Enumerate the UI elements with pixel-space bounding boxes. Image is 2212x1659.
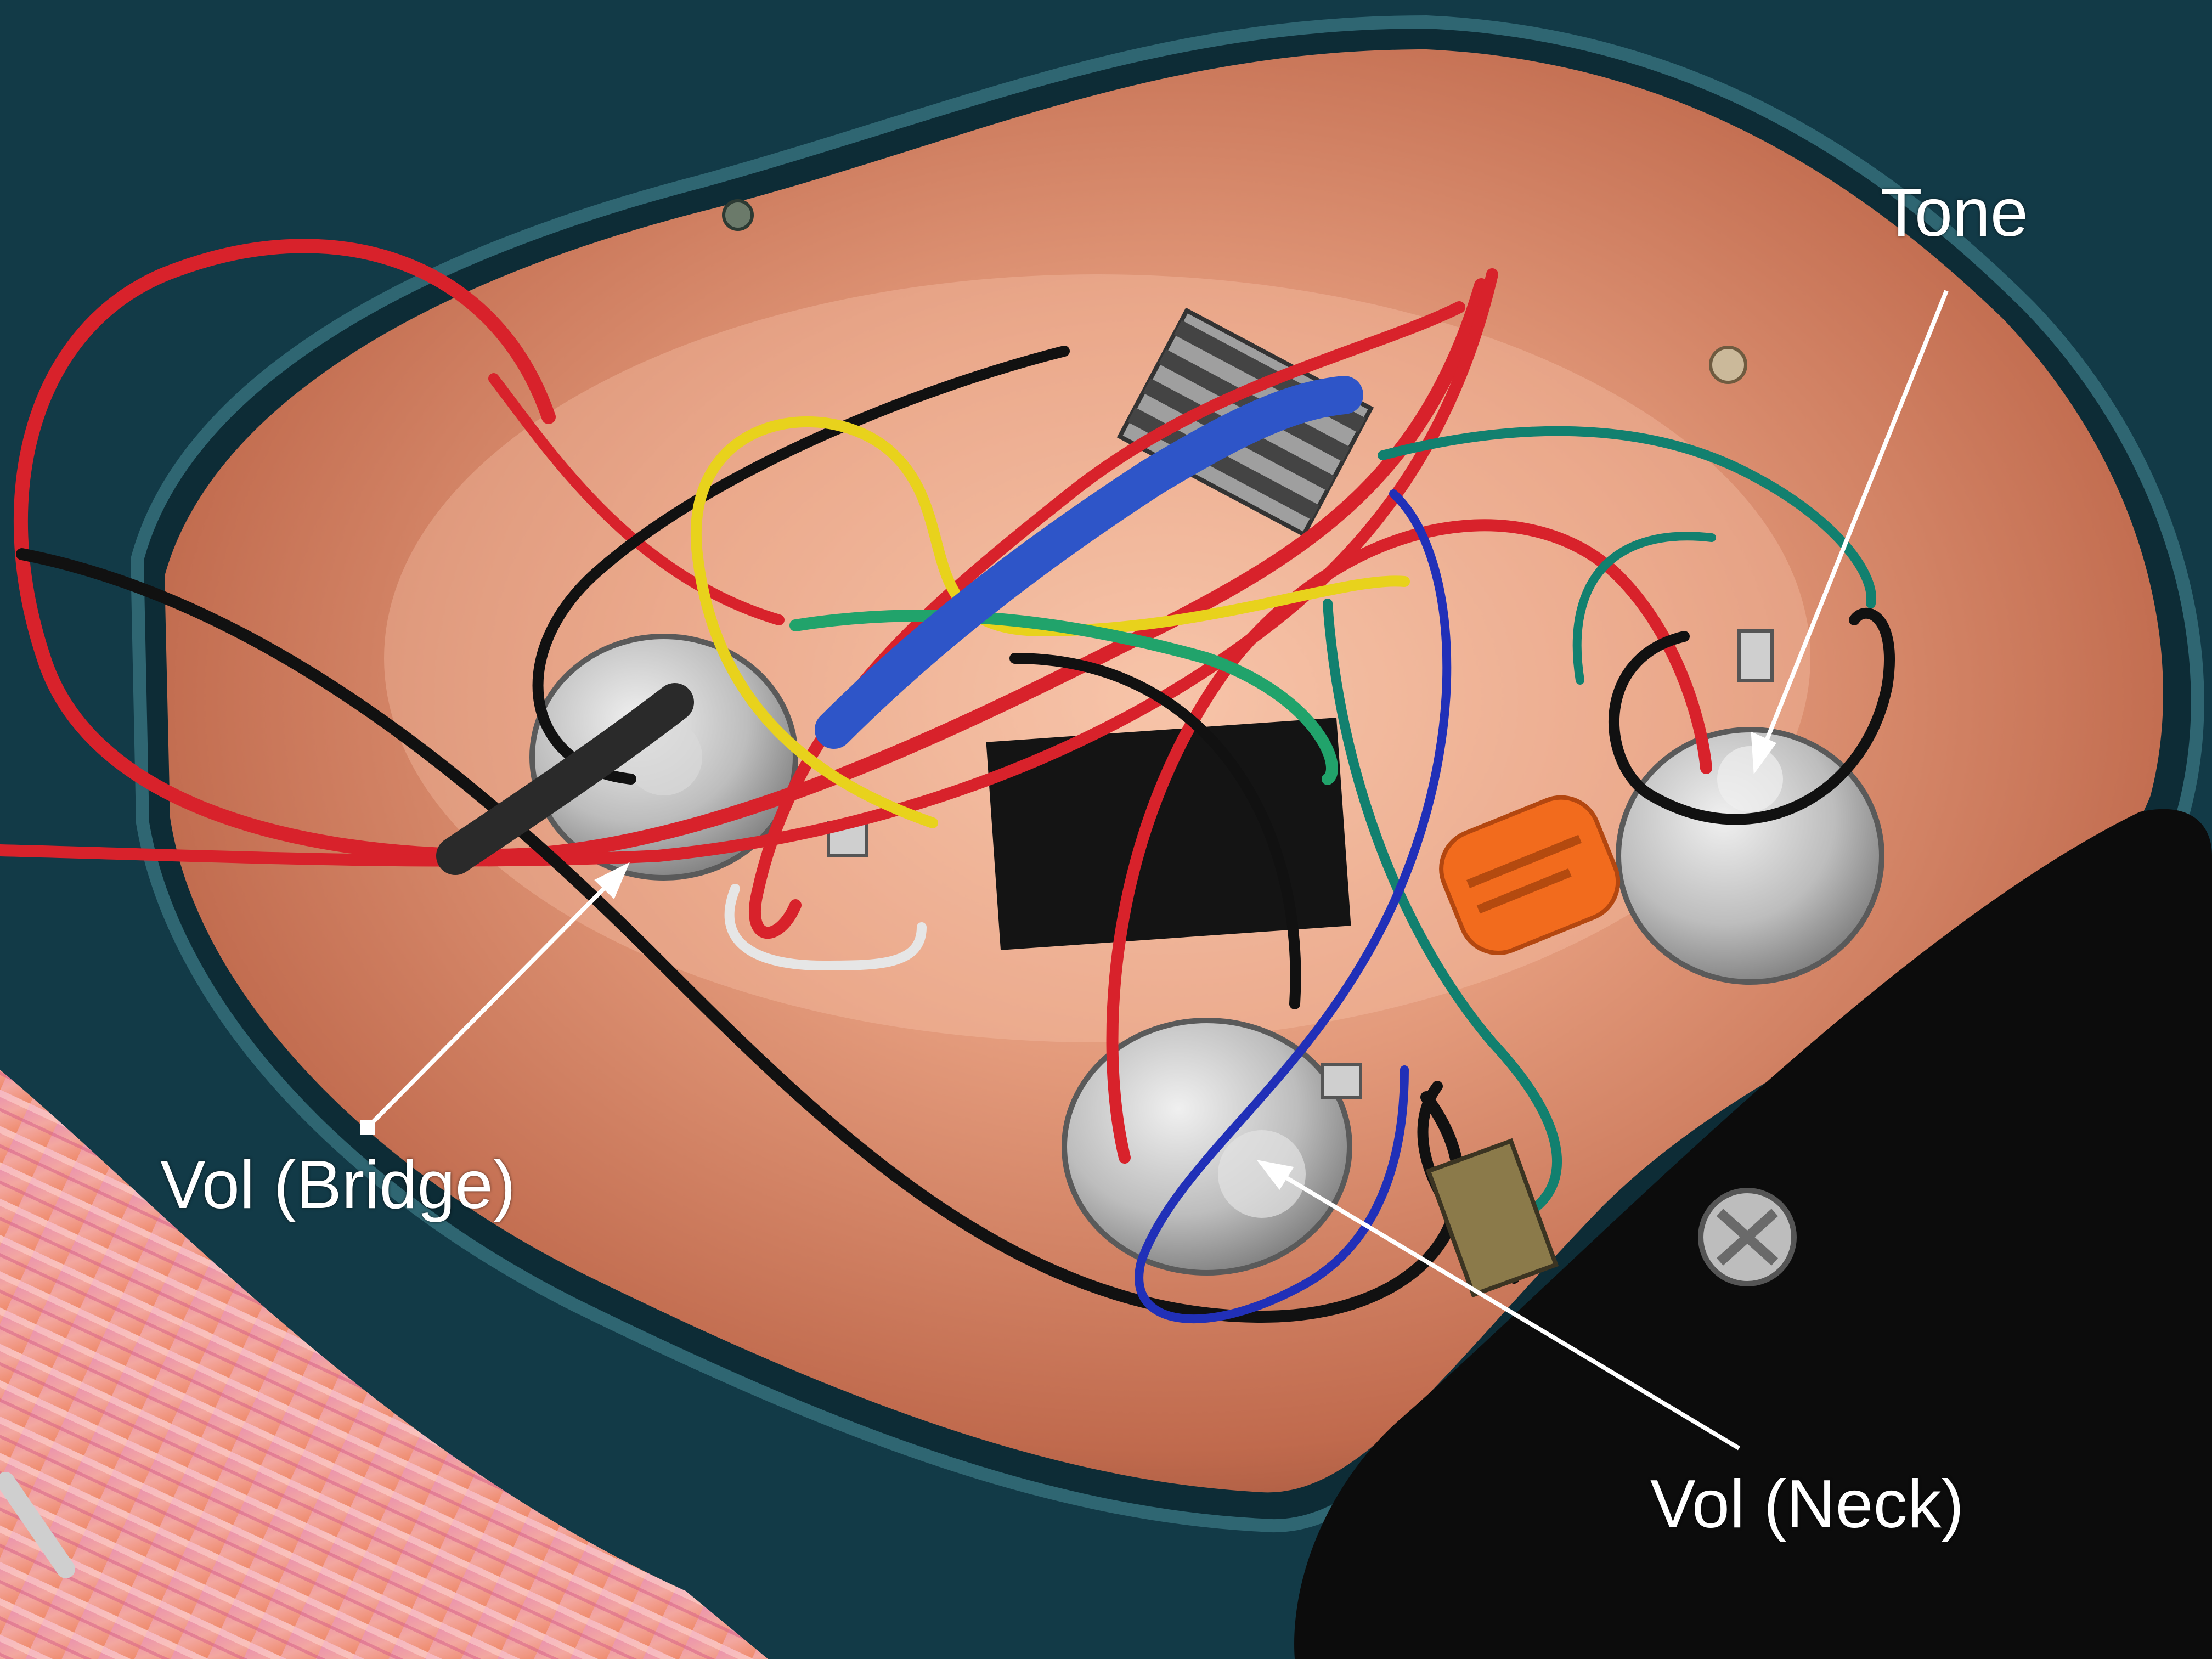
output-jack	[1425, 1138, 1559, 1298]
pointer-tone	[1753, 290, 1949, 769]
wire-blue	[1135, 489, 1452, 1323]
pointer-vol-bridge-end	[360, 1120, 375, 1135]
wire-teal-1	[1378, 426, 1876, 608]
wire-black-long	[16, 548, 1465, 1323]
pointer-vol-neck-arrow	[1256, 1160, 1294, 1190]
wire-black-2	[532, 346, 1070, 785]
wire-teal-3	[1572, 532, 1716, 685]
pointer-vol-bridge-arrow	[594, 862, 630, 899]
orange-drop-capacitor	[1439, 795, 1621, 956]
screw-slot-icon	[1716, 1209, 1779, 1266]
blue-heatshrink	[815, 376, 1363, 749]
loose-screw	[0, 1472, 75, 1578]
screw-hole-right	[1709, 346, 1747, 384]
vol-neck-pot-lug	[1321, 1063, 1362, 1099]
tone-pot-lug	[1737, 629, 1774, 682]
towel	[0, 1070, 768, 1659]
wire-yellow	[690, 416, 1410, 828]
pointer-vol-neck	[1260, 1161, 1741, 1451]
label-tone: Tone	[1881, 175, 2028, 251]
black-tape	[986, 718, 1351, 950]
wire-white	[724, 884, 927, 971]
label-vol-neck: Vol (Neck)	[1650, 1466, 1964, 1542]
wire-red-outer-2	[0, 268, 1498, 867]
wire-red-outer-1	[14, 239, 1488, 864]
pointer-vol-bridge	[366, 865, 627, 1129]
pointer-tone-arrow	[1751, 731, 1777, 775]
screw-hole-left	[722, 199, 754, 231]
wire-black-tone-loop	[1608, 607, 1895, 825]
wire-teal-2	[1323, 599, 1562, 1212]
annotation-pointers	[360, 290, 1949, 1451]
wire-red-5	[488, 373, 785, 625]
black-sleeve	[436, 683, 694, 875]
wire-green	[789, 610, 1338, 785]
wire-black-3	[1009, 653, 1301, 1009]
label-vol-bridge: Vol (Bridge)	[160, 1147, 516, 1223]
